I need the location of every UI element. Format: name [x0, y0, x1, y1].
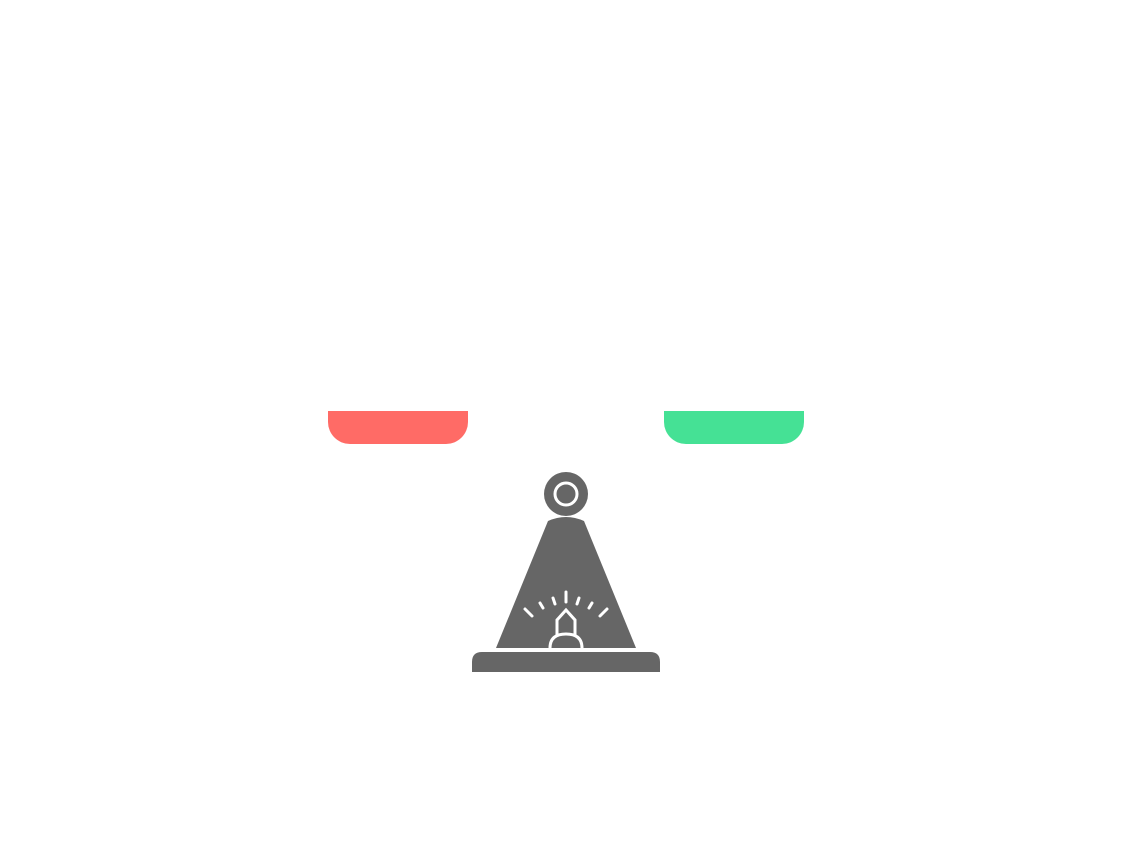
scale-base — [472, 652, 660, 672]
left-pan[interactable] — [328, 411, 468, 444]
right-pan[interactable] — [664, 411, 804, 444]
balance-dial-icon — [523, 590, 609, 650]
scale-stand — [496, 517, 636, 648]
pivot-ring-icon — [544, 472, 588, 516]
